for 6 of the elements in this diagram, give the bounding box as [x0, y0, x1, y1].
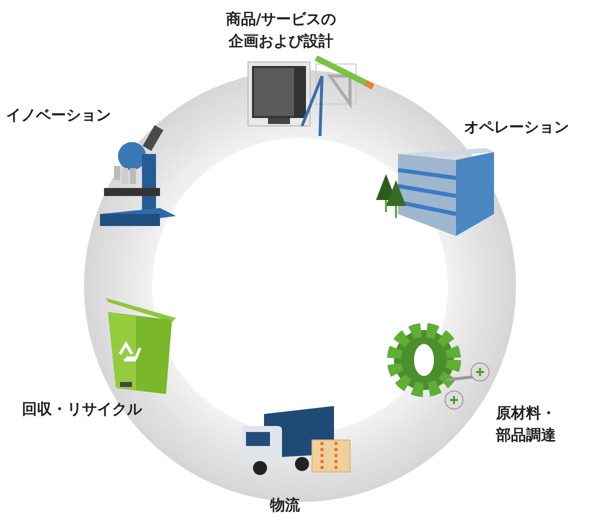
stage-label: オペレーション	[464, 116, 569, 138]
stage-label: 原材料・部品調達	[496, 402, 562, 446]
stage-label: 物流	[270, 494, 300, 516]
stage-label: 商品/サービスの企画および設計	[220, 8, 342, 52]
stage-label: 回収・リサイクル	[22, 398, 142, 420]
stage-label: イノベーション	[6, 104, 111, 126]
